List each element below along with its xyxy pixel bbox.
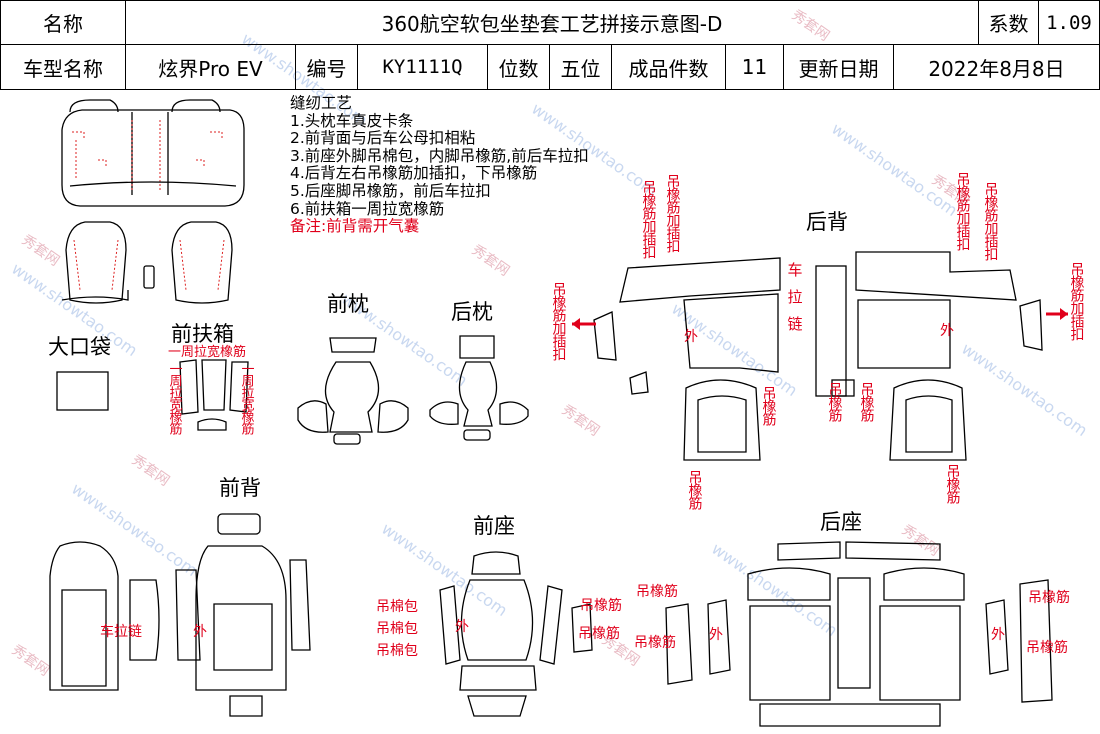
note-item: 2.前背面与后车公母扣相粘	[290, 129, 476, 148]
note-item: 1.头枕车真皮卡条	[290, 111, 414, 130]
front-seats-illustration	[61, 221, 233, 304]
section-title-front-armrest: 前扶箱	[171, 322, 234, 346]
label-rs-elastic: 吊橡筋	[634, 635, 676, 651]
note-item: 5.后座脚吊橡筋，前后车拉扣	[290, 181, 491, 200]
label-rb-zipper: 车拉链	[785, 262, 804, 343]
section-title-rear-headrest: 后枕	[451, 300, 493, 324]
rear-back-pieces	[593, 251, 1043, 461]
label-fs-cotton: 吊棉包	[376, 621, 418, 637]
date-label: 更新日期	[784, 45, 894, 89]
label-fb-outer: 外	[193, 624, 207, 640]
label-rb-elastic: 吊橡筋	[826, 382, 843, 421]
document-title: 360航空软包坐垫套工艺拼接示意图-D	[126, 1, 979, 45]
seats-value: 五位	[550, 45, 612, 89]
label-armrest-top: 一周拉宽橡筋	[168, 345, 247, 360]
label-rb-hook-insert: 吊橡筋加插扣	[640, 180, 657, 258]
rear-headrest-pieces	[429, 335, 529, 441]
section-title-front-headrest: 前枕	[327, 292, 369, 316]
label-fs-cotton: 吊棉包	[376, 599, 418, 615]
notes-heading: 缝纫工艺	[290, 94, 353, 112]
section-title-front-seat: 前座	[473, 514, 515, 538]
label-rb-outer: 外	[940, 323, 954, 339]
label-fb-zipper: 车拉链	[100, 624, 142, 640]
label-rb-elastic: 吊橡筋	[858, 382, 875, 421]
notes-remark: 备注:前背需开气囊	[290, 217, 420, 236]
rear-seat-pieces	[665, 541, 1053, 727]
seats-label: 位数	[488, 45, 550, 89]
label-fs-cotton: 吊棉包	[376, 643, 418, 659]
section-title-big-pocket: 大口袋	[48, 335, 111, 359]
coefficient-value: 1.09	[1039, 1, 1099, 45]
label-rs-outer: 外	[709, 627, 723, 643]
label-rb-hook-insert: 吊橡筋加插扣	[664, 174, 681, 252]
front-armrest-pieces	[179, 359, 249, 431]
label-rb-elastic: 吊橡筋	[760, 386, 777, 425]
label-rb-outer: 外	[684, 329, 698, 345]
pieces-value: 11	[726, 45, 784, 89]
note-item: 4.后背左右吊橡筋加插扣，下吊橡筋	[290, 164, 538, 183]
rear-bench-illustration	[61, 99, 245, 207]
model-label: 车型名称	[1, 45, 126, 89]
label-rb-hook-insert: 吊橡筋加插扣	[550, 282, 567, 360]
label-fs-outer: 外	[455, 619, 469, 635]
name-label: 名称	[1, 1, 126, 45]
front-headrest-pieces	[297, 337, 409, 445]
label-fs-elastic: 吊橡筋	[578, 626, 620, 642]
section-title-front-back: 前背	[219, 476, 261, 500]
label-armrest-left: 一周拉宽橡筋	[166, 362, 182, 434]
note-item: 6.前扶箱一周拉宽橡筋	[290, 199, 445, 218]
note-item: 3.前座外脚吊棉包，内脚吊橡筋,前后车拉扣	[290, 146, 589, 165]
label-rs-outer: 外	[991, 627, 1005, 643]
section-title-rear-seat: 后座	[820, 510, 862, 534]
label-armrest-right: 一周拉宽橡筋	[238, 362, 254, 434]
label-fs-elastic: 吊橡筋	[580, 598, 622, 614]
header-table: 名称 360航空软包坐垫套工艺拼接示意图-D 系数 1.09 车型名称 炫界Pr…	[0, 0, 1100, 90]
label-rb-hook-insert: 吊橡筋加插扣	[954, 172, 971, 250]
date-value: 2022年8月8日	[928, 56, 1065, 81]
label-rb-elastic: 吊橡筋	[686, 470, 703, 509]
label-rb-hook-insert: 吊橡筋加插扣	[982, 182, 999, 260]
front-back-pieces	[49, 513, 311, 717]
label-rb-elastic: 吊橡筋	[944, 464, 961, 503]
front-seat-pieces	[439, 551, 593, 717]
code-label: 编号	[296, 45, 358, 89]
code-value: KY1111Q	[358, 45, 488, 89]
coefficient-label: 系数	[979, 1, 1039, 45]
big-pocket-piece	[56, 371, 109, 411]
section-title-rear-back: 后背	[806, 210, 848, 234]
process-notes: 缝纫工艺 1.头枕车真皮卡条 2.前背面与后车公母扣相粘 3.前座外脚吊棉包，内…	[290, 94, 589, 236]
pieces-label: 成品件数	[612, 45, 726, 89]
label-rs-elastic: 吊橡筋	[636, 584, 678, 600]
label-rb-hook-insert: 吊橡筋加插扣	[1068, 262, 1085, 340]
label-rs-elastic: 吊橡筋	[1028, 590, 1070, 606]
label-rs-elastic: 吊橡筋	[1026, 640, 1068, 656]
model-value: 炫界Pro EV	[126, 45, 296, 89]
